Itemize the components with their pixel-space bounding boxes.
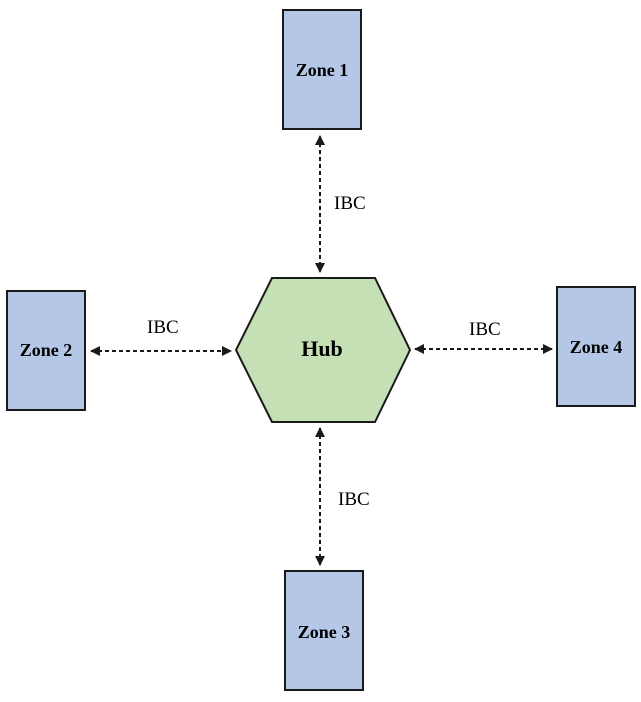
hub-hexagon: [234, 277, 412, 423]
link-hub-zone-4: IBC: [414, 319, 553, 354]
link-label-ibc: IBC: [338, 489, 370, 510]
zone-box: [284, 570, 364, 691]
zone-box: [282, 9, 362, 130]
zone-4-node: Zone 4: [556, 286, 636, 407]
link-label-ibc: IBC: [469, 319, 501, 340]
hub-node: Hub: [234, 277, 412, 423]
zone-label: Zone 3: [298, 622, 351, 642]
link-hub-zone-1: IBC: [315, 135, 366, 273]
zone-label: Zone 4: [570, 337, 623, 357]
zone-label: Zone 1: [296, 60, 349, 80]
hub-label: Hub: [301, 336, 343, 361]
zone-label: Zone 2: [20, 340, 73, 360]
zone-1-node: Zone 1: [282, 9, 362, 130]
zone-box: [6, 290, 86, 411]
link-hub-zone-2: IBC: [90, 317, 232, 356]
zone-3-node: Zone 3: [284, 570, 364, 691]
zone-2-node: Zone 2: [6, 290, 86, 411]
zone-box: [556, 286, 636, 407]
link-label-ibc: IBC: [334, 193, 366, 214]
link-hub-zone-3: IBC: [315, 427, 370, 566]
link-label-ibc: IBC: [147, 317, 179, 338]
